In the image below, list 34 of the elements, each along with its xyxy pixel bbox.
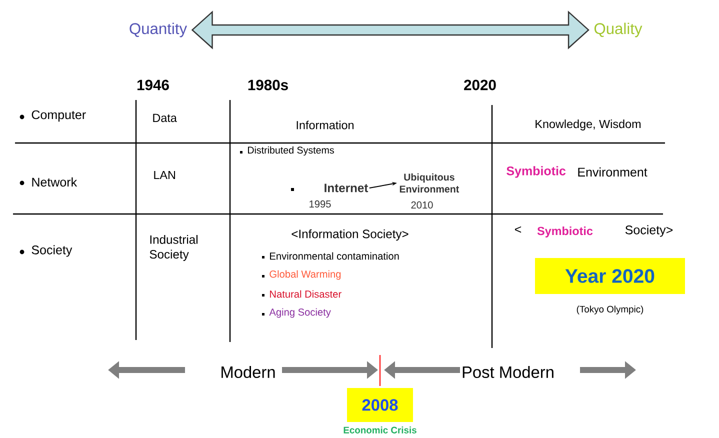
row-heading: Computer (32, 110, 86, 122)
table-cell: Information (296, 120, 354, 130)
year-note: 2010 (411, 201, 433, 209)
bracket-text: < (514, 226, 522, 233)
list-item: Global Warming (270, 270, 341, 280)
year-note: Economic Crisis (344, 426, 416, 434)
year-label: 2020 (464, 80, 496, 90)
end-label: Quality (594, 22, 642, 38)
highlight-box: Year 2020 (535, 258, 685, 294)
milestone-text: Internet (324, 184, 368, 192)
list-item: Natural Disaster (270, 290, 342, 298)
row-heading: Society (32, 245, 72, 257)
end-label: Quantity (130, 22, 188, 38)
note-text: (Tokyo Olympic) (576, 306, 644, 314)
table-cell: Society> (625, 225, 673, 237)
table-cell: <Information Society> (292, 229, 408, 241)
table-cell: Symbiotic (537, 226, 593, 238)
period-label: Post Modern (462, 366, 554, 378)
row-heading: Network (32, 177, 78, 187)
table-cell: Symbiotic (506, 166, 566, 178)
highlight-box: 2008 (347, 388, 413, 422)
year-note: 1995 (310, 200, 331, 208)
period-label: Modern (222, 366, 275, 378)
table-cell: Industrial Society (150, 235, 198, 261)
list-item: Aging Society (269, 308, 331, 318)
year-label: 1980s (248, 80, 288, 90)
list-item: Distributed Systems (248, 146, 334, 156)
table-cell: Knowledge, Wisdom (536, 120, 641, 130)
table-cell: Data (153, 114, 177, 122)
year-label: 1946 (137, 80, 169, 90)
table-cell: Environment (578, 167, 648, 177)
milestone-text: Ubiquitous Environment (400, 173, 460, 193)
table-cell: LAN (154, 170, 176, 180)
list-item: Environmental contamination (270, 252, 399, 260)
